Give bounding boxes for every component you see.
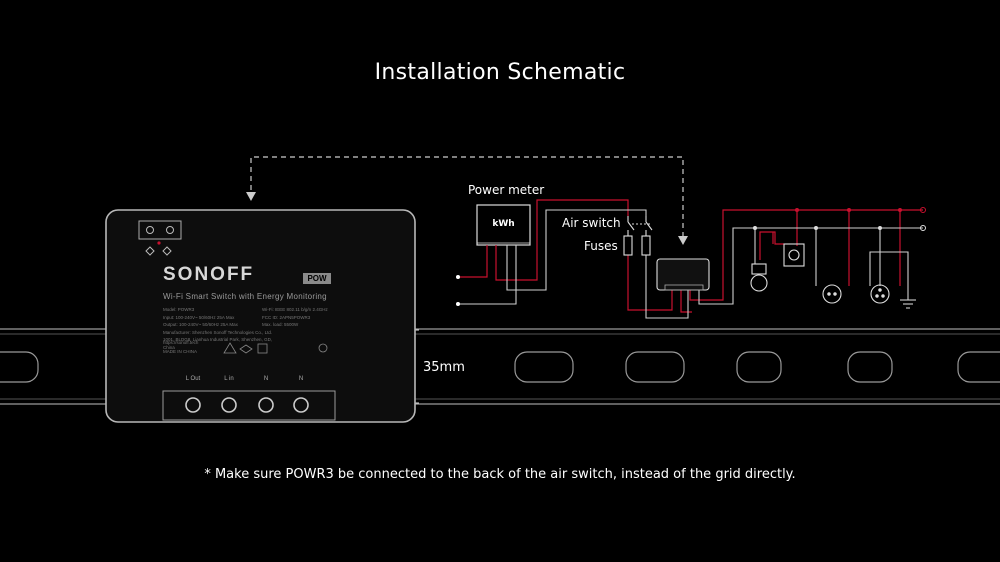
- device-spec-right: Wi-Fi: IEEE 802.11 b/g/n 2.4GHz FCC ID: …: [262, 306, 342, 329]
- spec-line: Output: 100-240V~ 50/60Hz 25A Max: [163, 322, 238, 327]
- spec-line: Wi-Fi: IEEE 802.11 b/g/n 2.4GHz: [262, 307, 328, 312]
- light-bulb-icon: [750, 263, 768, 292]
- spec-line: Manufacturer: Shenzhen Sonoff Technologi…: [163, 329, 273, 335]
- air-switch-icon: [627, 216, 653, 236]
- terminal-label-l-in: L in: [224, 376, 234, 382]
- power-meter-label: Power meter: [468, 183, 545, 197]
- wall-switch-icon: [783, 243, 805, 267]
- spec-line: Max. load: 5500W: [262, 322, 299, 327]
- led-indicator-icon: [138, 220, 182, 256]
- air-switch-label: Air switch: [562, 216, 621, 230]
- device-made-in: MADE IN CHINA: [163, 349, 198, 354]
- rail-dimension-label: 35mm: [423, 360, 465, 375]
- device-spec-left: Model: POWR3 Input: 100-240V~ 50/60Hz 25…: [163, 306, 283, 351]
- grounded-socket-icon: [870, 284, 890, 304]
- spec-line: Model: POWR3: [163, 307, 195, 312]
- terminal-label-n: N: [298, 376, 304, 382]
- fuses-icon: [623, 235, 651, 256]
- spec-line: FCC ID: 2APN5POWR3: [262, 314, 311, 320]
- cert-icons: [223, 342, 328, 354]
- page-title: Installation Schematic: [374, 60, 626, 85]
- device-website: https://sonoff.tech: [163, 340, 199, 345]
- terminal-label-n: N: [263, 376, 269, 382]
- kwh-label: kWh: [492, 219, 515, 229]
- live-wires: [458, 199, 923, 313]
- dashed-link-arrow: [246, 156, 688, 245]
- device-subtitle: Wi-Fi Smart Switch with Energy Monitorin…: [163, 292, 327, 301]
- spec-line: 1001, BLDG8, Lianhua Industrial Park, Sh…: [163, 337, 273, 350]
- powr3-mini-icon: [656, 258, 710, 291]
- installation-note: * Make sure POWR3 be connected to the ba…: [204, 467, 796, 482]
- spec-line: Input: 100-240V~ 50/60Hz 25A Max: [163, 314, 235, 320]
- terminal-label-l-out: L Out: [185, 376, 201, 382]
- device-badge: POW: [303, 273, 331, 284]
- device-brand-logo: SONOFF: [163, 264, 255, 285]
- fuses-label: Fuses: [584, 239, 618, 253]
- power-meter: [476, 204, 531, 246]
- junction-dots: [456, 207, 926, 306]
- neutral-wires: [458, 209, 923, 319]
- powr3-device: [105, 209, 416, 423]
- socket-icon: [822, 284, 842, 304]
- terminal-screws: [185, 397, 309, 413]
